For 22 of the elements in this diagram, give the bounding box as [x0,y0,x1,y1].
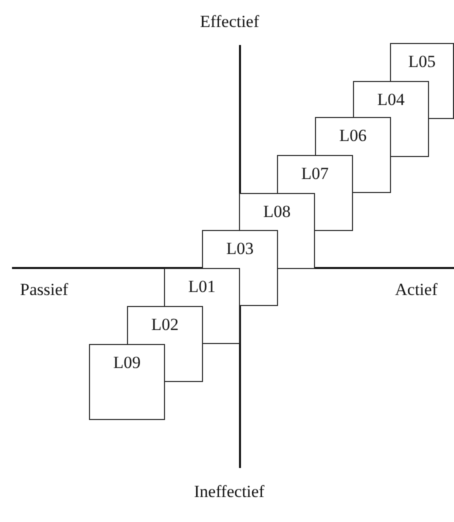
quadrant-box [164,268,240,306]
box-label: L02 [150,315,180,335]
quadrant-box [390,43,454,81]
quadrant-box [202,230,278,268]
box-label: L08 [262,202,292,222]
box-label: L04 [376,90,406,110]
quadrant-box [239,193,315,231]
quadrant-box [315,117,391,155]
quadrant-box [127,306,203,344]
quadrant-box [89,344,165,420]
axis-label: Ineffectief [194,482,264,502]
box-label: L06 [338,126,368,146]
box-label: L01 [187,277,217,297]
box-label: L07 [300,164,330,184]
box-label: L05 [407,52,437,72]
quadrant-box [277,155,353,193]
quadrant-box [353,81,429,119]
axis-label: Actief [395,280,438,300]
box-label: L09 [112,353,142,373]
axis-label: Passief [20,280,68,300]
box-label: L03 [225,239,255,259]
axis-label: Effectief [200,12,260,32]
